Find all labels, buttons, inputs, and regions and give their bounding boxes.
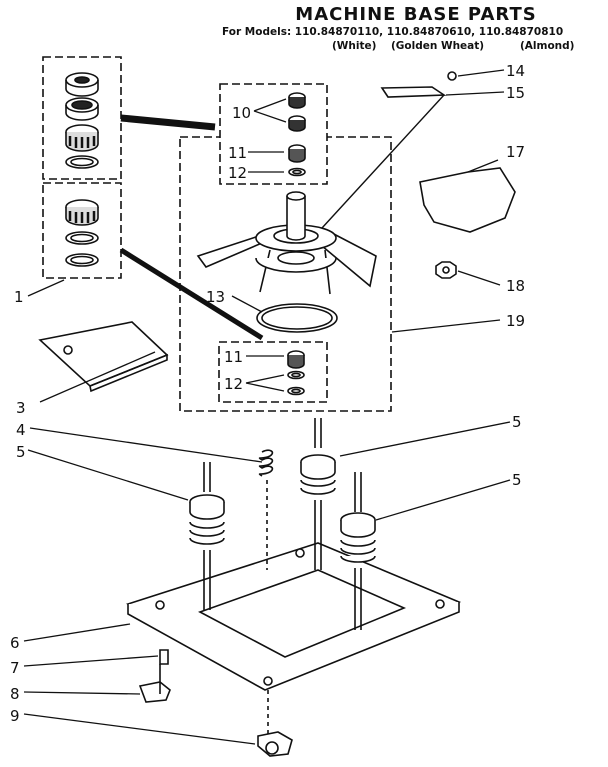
callout-15: 15 xyxy=(506,84,525,102)
callout-10: 10 xyxy=(232,104,251,122)
bearing-kit-parts xyxy=(65,72,99,267)
cover-plate-17 xyxy=(419,167,516,233)
callout-6: 6 xyxy=(10,634,20,652)
bearing-kit-box-lower xyxy=(42,182,122,279)
model-numbers: For Models: 110.84870110, 110.84870610, … xyxy=(222,26,606,38)
model-colors: (White) (Golden Wheat) (Almond) xyxy=(0,40,608,54)
models-line: For Models: 110.84870110, 110.84870610, … xyxy=(222,26,564,38)
callout-labels: 1 10 11 12 3 4 5 5 5 6 7 8 9 13 11 12 14… xyxy=(10,62,525,725)
bearing-stack-top xyxy=(288,92,306,177)
screw-14 xyxy=(447,71,457,81)
seal-ring-13 xyxy=(256,303,338,333)
callout-5-left: 5 xyxy=(16,443,26,461)
callout-5-right: 5 xyxy=(512,471,522,489)
callout-17: 17 xyxy=(506,143,525,161)
bearing-stack-bottom xyxy=(287,350,305,396)
transmission-base-spider xyxy=(196,191,377,295)
color-almond: (Almond) xyxy=(520,40,575,52)
callout-18: 18 xyxy=(506,277,525,295)
base-frame-6 xyxy=(126,542,462,691)
nut-18 xyxy=(435,261,457,279)
detail-box-10-12-top xyxy=(219,83,328,185)
callout-11-bottom: 11 xyxy=(224,348,243,366)
callout-3: 3 xyxy=(16,399,26,417)
callout-4: 4 xyxy=(16,421,26,439)
bracket-15 xyxy=(380,86,447,98)
callout-12-bottom: 12 xyxy=(224,375,243,393)
callout-8: 8 xyxy=(10,685,20,703)
color-white: (White) xyxy=(332,40,377,52)
suspension-spring-center xyxy=(300,418,336,570)
page-title: MACHINE BASE PARTS xyxy=(295,4,537,25)
shield-plate-3 xyxy=(38,321,169,387)
caster-9 xyxy=(257,690,293,757)
callout-9: 9 xyxy=(10,707,20,725)
suspension-spring-right xyxy=(340,472,376,630)
suspension-spring-left xyxy=(189,462,225,610)
callout-13: 13 xyxy=(206,288,225,306)
assembly-box-19 xyxy=(179,136,392,412)
caster-bracket-8 xyxy=(138,664,171,703)
callout-11-top: 11 xyxy=(228,144,247,162)
callout-12-top: 12 xyxy=(228,164,247,182)
callout-19: 19 xyxy=(506,312,525,330)
callout-14: 14 xyxy=(506,62,525,80)
leader-band-lower xyxy=(119,247,264,341)
bolt-7 xyxy=(159,649,169,665)
detail-box-11-12-bottom xyxy=(218,341,328,403)
callout-5-center: 5 xyxy=(512,413,522,431)
leader-band-upper xyxy=(120,114,216,131)
color-golden-wheat: (Golden Wheat) xyxy=(391,40,485,52)
callout-7: 7 xyxy=(10,659,20,677)
spring-4 xyxy=(258,449,274,570)
callout-1: 1 xyxy=(14,288,24,306)
leader-lines xyxy=(23,69,511,745)
